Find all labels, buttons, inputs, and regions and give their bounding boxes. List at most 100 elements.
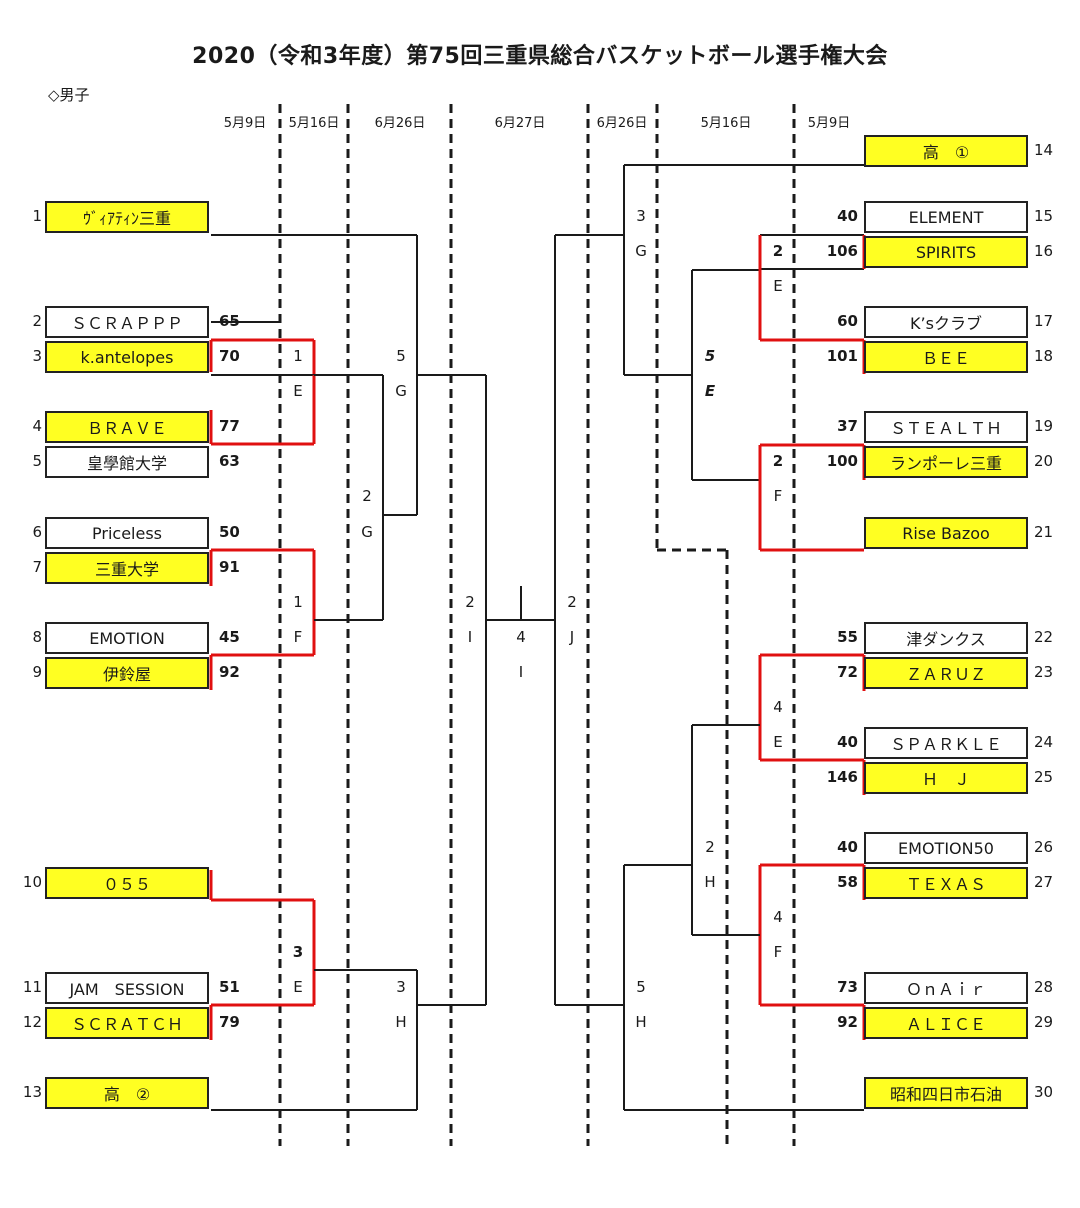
match-label: 3 [636, 207, 646, 225]
score: 72 [837, 663, 858, 681]
round-date: 6月26日 [596, 116, 648, 131]
score: 92 [837, 1013, 858, 1031]
match-label: H [395, 1013, 407, 1031]
score: 40 [837, 838, 858, 856]
team-box: 高 ② [45, 1077, 209, 1109]
seed-number: 30 [1034, 1083, 1054, 1101]
seed-number: 8 [32, 628, 42, 646]
match-label: 2 [772, 452, 784, 470]
score: 40 [837, 733, 858, 751]
score: 51 [219, 978, 240, 996]
seed-number: 4 [32, 417, 42, 435]
seed-number: 12 [22, 1013, 42, 1031]
team-box: ＯｎＡｉｒ [864, 972, 1028, 1004]
page-title: 2020（令和3年度）第75回三重県総合バスケットボール選手権大会 [192, 44, 888, 69]
score: 63 [219, 452, 240, 470]
score: 101 [826, 347, 858, 365]
seed-number: 27 [1034, 873, 1054, 891]
score: 45 [219, 628, 240, 646]
team-box: ＳＰＡＲＫＬＥ [864, 727, 1028, 759]
round-date: 6月26日 [374, 116, 426, 131]
match-label: 5 [396, 347, 406, 365]
seed-number: 11 [22, 978, 42, 996]
seed-number: 13 [22, 1083, 42, 1101]
match-label: E [704, 382, 716, 400]
match-label: 5 [636, 978, 646, 996]
team-box: ０５５ [45, 867, 209, 899]
seed-number: 15 [1034, 207, 1054, 225]
seed-number: 10 [22, 873, 42, 891]
match-label: E [773, 277, 783, 295]
match-label: H [635, 1013, 647, 1031]
match-label: G [395, 382, 407, 400]
team-box: EMOTION [45, 622, 209, 654]
match-label: 4 [773, 908, 783, 926]
team-box: k.antelopes [45, 341, 209, 373]
score: 146 [826, 768, 858, 786]
seed-number: 16 [1034, 242, 1054, 260]
round-date: 5月16日 [288, 116, 340, 131]
seed-number: 5 [32, 452, 42, 470]
seed-number: 21 [1034, 523, 1054, 541]
match-label: G [361, 523, 373, 541]
seed-number: 9 [32, 663, 42, 681]
match-label: 4 [773, 698, 783, 716]
seed-number: 20 [1034, 452, 1054, 470]
team-box: 津ダンクス [864, 622, 1028, 654]
seed-number: 28 [1034, 978, 1054, 996]
seed-number: 22 [1034, 628, 1054, 646]
team-box: ＡＬＩＣＥ [864, 1007, 1028, 1039]
match-label: 2 [567, 593, 577, 611]
seed-number: 6 [32, 523, 42, 541]
team-box: K’sクラブ [864, 306, 1028, 338]
seed-number: 2 [32, 312, 42, 330]
seed-number: 23 [1034, 663, 1054, 681]
team-box: ＢＥＥ [864, 341, 1028, 373]
seed-number: 24 [1034, 733, 1054, 751]
round-date: 5月9日 [807, 116, 851, 131]
seed-number: 26 [1034, 838, 1054, 856]
team-box: ＴＥＸＡＳ [864, 867, 1028, 899]
match-label: 4 [516, 628, 526, 646]
team-box: 三重大学 [45, 552, 209, 584]
score: 55 [837, 628, 858, 646]
score: 65 [219, 312, 240, 330]
match-label: I [467, 628, 473, 646]
match-label: J [569, 628, 575, 646]
team-box: ＺＡＲＵＺ [864, 657, 1028, 689]
round-date: 6月27日 [494, 116, 546, 131]
match-label: I [518, 663, 524, 681]
score: 37 [837, 417, 858, 435]
score: 91 [219, 558, 240, 576]
seed-number: 25 [1034, 768, 1054, 786]
match-label: E [773, 733, 783, 751]
team-box: ＳＴＥＡＬＴＨ [864, 411, 1028, 443]
team-box: 高 ① [864, 135, 1028, 167]
team-box: EMOTION50 [864, 832, 1028, 864]
team-box: Priceless [45, 517, 209, 549]
seed-number: 17 [1034, 312, 1054, 330]
seed-number: 14 [1034, 141, 1054, 159]
seed-number: 3 [32, 347, 42, 365]
match-label: 1 [293, 347, 303, 365]
score: 92 [219, 663, 240, 681]
score: 77 [219, 417, 240, 435]
round-date: 5月9日 [223, 116, 267, 131]
match-label: E [293, 978, 303, 996]
team-box: ＳＣＲＡＰＰＰ [45, 306, 209, 338]
match-label: G [635, 242, 647, 260]
team-box: SPIRITS [864, 236, 1028, 268]
category-label: ◇男子 [48, 86, 90, 104]
match-label: 2 [772, 242, 784, 260]
seed-number: 18 [1034, 347, 1054, 365]
team-box: ＢＲＡＶＥ [45, 411, 209, 443]
match-label: 1 [293, 593, 303, 611]
match-label: 2 [362, 487, 372, 505]
score: 73 [837, 978, 858, 996]
team-box: 伊鈴屋 [45, 657, 209, 689]
team-box: 昭和四日市石油 [864, 1077, 1028, 1109]
team-box: Rise Bazoo [864, 517, 1028, 549]
seed-number: 1 [32, 207, 42, 225]
match-label: F [293, 628, 303, 646]
